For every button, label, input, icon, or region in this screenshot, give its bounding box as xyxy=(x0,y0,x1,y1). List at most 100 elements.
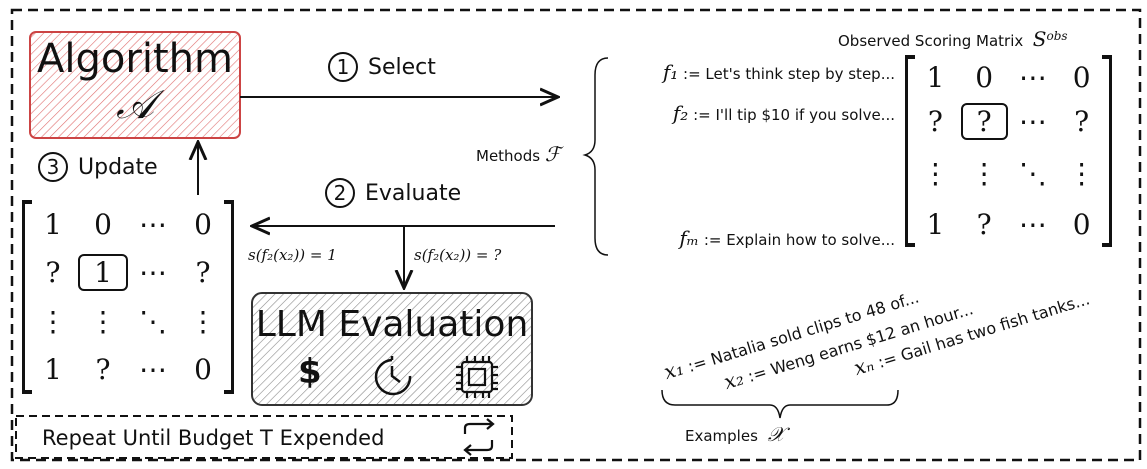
methods-brace xyxy=(582,57,609,256)
evaluate-label: Evaluate xyxy=(365,181,462,206)
matrix-cell-value: ⋮ xyxy=(189,304,217,338)
matrix-bracket-right xyxy=(1102,55,1112,247)
examples-label: Examples 𝒳 xyxy=(685,422,785,446)
matrix-cell: 1 xyxy=(28,200,78,249)
matrix-cell: ⋮ xyxy=(1057,144,1106,202)
matrix-cell-value: 1 xyxy=(926,60,945,94)
matrix-cell: 1 xyxy=(78,249,128,298)
evaluate-step: 2 Evaluate xyxy=(325,178,461,208)
matrix-cell: ⋮ xyxy=(78,297,128,346)
method-item: fₘ := Explain how to solve... xyxy=(679,226,895,250)
matrix-cell: 0 xyxy=(78,200,128,249)
matrix-bracket-left xyxy=(905,55,915,247)
matrix-cell: 0 xyxy=(1057,202,1106,247)
observed-matrix-sup: obs xyxy=(1046,29,1068,43)
matrix-cell-value: ⋮ xyxy=(89,304,117,338)
matrix-cell-value: ? xyxy=(95,353,111,387)
matrix-cell: ? xyxy=(960,202,1009,247)
matrix-cell: ? xyxy=(178,249,228,298)
method-text: := I'll tip $10 if you solve... xyxy=(693,106,895,124)
matrix-cell: ⋮ xyxy=(28,297,78,346)
method-var: fₘ xyxy=(679,226,700,250)
matrix-cell: ? xyxy=(1057,100,1106,145)
matrix-cell: ⋯ xyxy=(128,346,178,395)
matrix-cell: ⋮ xyxy=(911,144,960,202)
observed-matrix-symbol: S xyxy=(1032,27,1047,51)
step-number-3: 3 xyxy=(38,152,68,182)
method-text: := Let's think step by step... xyxy=(683,65,895,83)
matrix-cell: ? xyxy=(78,346,128,395)
llm-title: LLM Evaluation xyxy=(255,304,529,345)
matrix-cell: 1 xyxy=(911,202,960,247)
matrix-cell: 0 xyxy=(178,346,228,395)
matrix-cell: 0 xyxy=(178,200,228,249)
methods-label-text: Methods xyxy=(476,147,541,165)
methods-label: Methods ℱ xyxy=(476,142,561,166)
matrix-cell-value: ⋯ xyxy=(139,207,167,241)
method-text: := Explain how to solve... xyxy=(703,231,895,249)
matrix-cell: ⋮ xyxy=(178,297,228,346)
matrix-cell-value: 0 xyxy=(1072,208,1091,242)
dollar-icon: $ xyxy=(298,352,322,392)
matrix-cell: ? xyxy=(960,100,1009,145)
matrix-cell-value: ? xyxy=(976,208,992,242)
matrix-cell-value: ⋮ xyxy=(970,156,999,190)
matrix-cell: ⋯ xyxy=(1009,100,1058,145)
clock-icon xyxy=(374,356,412,396)
matrix-cell: 0 xyxy=(960,55,1009,100)
matrix-cell: 1 xyxy=(28,346,78,395)
matrix-cell-value: ? xyxy=(45,256,61,290)
matrix-cell: ⋯ xyxy=(128,200,178,249)
examples-brace xyxy=(661,389,899,419)
matrix-bracket-right xyxy=(224,200,234,394)
matrix-cell: ⋮ xyxy=(960,144,1009,202)
observed-score-label: s(f₂(x₂)) = 1 xyxy=(248,246,337,264)
matrix-cell-value: 0 xyxy=(1072,60,1091,94)
step-number-1: 1 xyxy=(328,52,358,82)
chip-icon xyxy=(456,356,498,398)
matrix-cell-value: 1 xyxy=(44,207,62,241)
outer-dashed-border xyxy=(10,8,1142,462)
matrix-cell-value: ⋱ xyxy=(139,304,167,338)
matrix-cell-value: ⋮ xyxy=(39,304,67,338)
algorithm-symbol: 𝒜 xyxy=(116,82,154,128)
matrix-cell-value: ⋮ xyxy=(921,156,950,190)
step-number-2: 2 xyxy=(325,178,355,208)
repeat-dashed-box xyxy=(15,415,513,459)
matrix-cell-value: 1 xyxy=(926,208,945,242)
matrix-cell: ? xyxy=(28,249,78,298)
method-var: f₂ xyxy=(672,101,689,125)
repeat-label: Repeat Until Budget T Expended xyxy=(42,426,385,450)
methods-symbol: ℱ xyxy=(544,142,561,166)
matrix-cell-value: ⋱ xyxy=(1018,156,1047,190)
matrix-cell-value: ⋯ xyxy=(1018,60,1047,94)
matrix-cell: ⋱ xyxy=(1009,144,1058,202)
matrix-cell-value: ? xyxy=(195,256,211,290)
matrix-cell: ⋯ xyxy=(128,249,178,298)
update-step: 3 Update xyxy=(38,152,158,182)
matrix-cell: 0 xyxy=(1057,55,1106,100)
update-label: Update xyxy=(78,155,158,180)
matrix-cell-value: ? xyxy=(927,105,943,139)
matrix-cell-value: ⋮ xyxy=(1067,156,1096,190)
matrix-cell-value: ⋯ xyxy=(1018,208,1047,242)
observed-matrix-title: Observed Scoring Matrix Sobs xyxy=(838,27,1068,51)
examples-label-text: Examples xyxy=(685,427,758,445)
algorithm-box xyxy=(29,31,241,139)
matrix-cell-value: 1 xyxy=(44,353,62,387)
matrix-cell: 1 xyxy=(911,55,960,100)
method-item: f₁ := Let's think step by step... xyxy=(663,60,895,84)
method-var: f₁ xyxy=(662,60,679,84)
matrix-cell-value: ? xyxy=(1074,105,1090,139)
observed-matrix-title-text: Observed Scoring Matrix xyxy=(838,32,1024,50)
matrix-cell-value: ⋯ xyxy=(139,353,167,387)
matrix-cell: ⋯ xyxy=(1009,55,1058,100)
examples-symbol: 𝒳 xyxy=(767,422,785,446)
matrix-cell-value: 0 xyxy=(194,353,212,387)
matrix-cell-value: 1 xyxy=(78,254,128,292)
matrix-cell: ⋯ xyxy=(1009,202,1058,247)
